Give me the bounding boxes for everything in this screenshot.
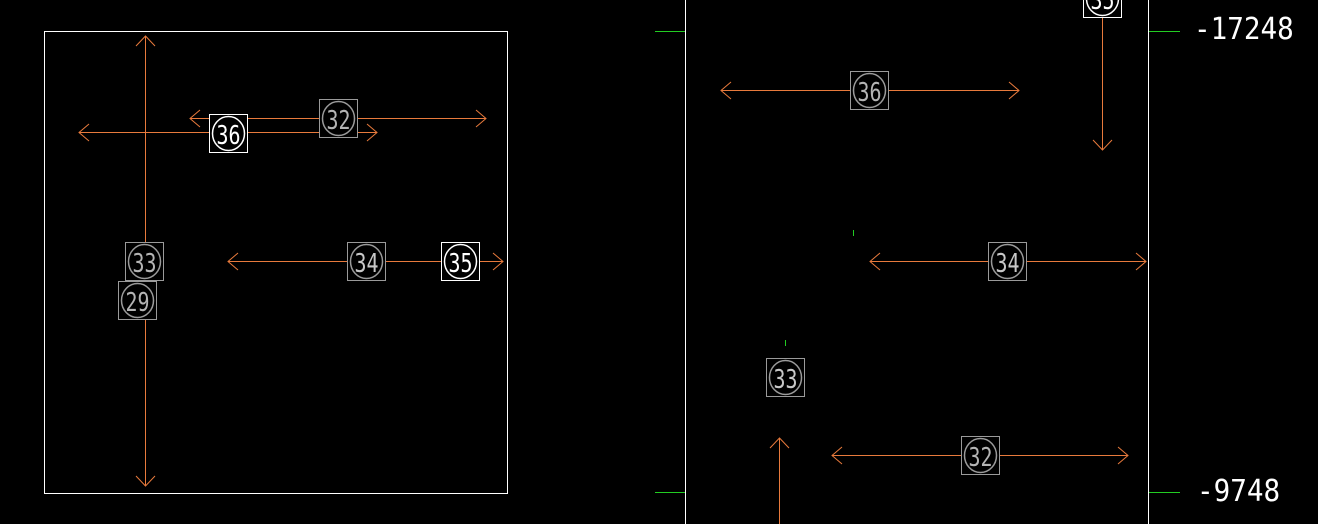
marker-29-left[interactable]: 29 (118, 281, 157, 320)
marker-34-right-label: 34 (996, 249, 1020, 279)
marker-33-right[interactable]: 33 (766, 358, 805, 397)
rebar-arrow-35-right-down[interactable] (1092, 18, 1113, 151)
marker-36-right-label: 36 (858, 78, 882, 108)
marker-35-right-label: 35 (1091, 0, 1115, 16)
marker-29-left-label: 29 (126, 288, 150, 318)
dimension-level-bottom: -9748 (1197, 474, 1281, 509)
marker-35-left[interactable]: 35 (441, 242, 480, 281)
marker-34-left-label: 34 (355, 249, 379, 279)
marker-32-right-label: 32 (969, 443, 993, 473)
marker-32-left[interactable]: 32 (319, 99, 358, 138)
marker-32-right[interactable]: 32 (961, 436, 1000, 475)
marker-35-right[interactable]: 35 (1083, 0, 1122, 18)
dimension-level-top: -17248 (1194, 12, 1294, 47)
rebar-arrow-33-right-up[interactable] (769, 437, 790, 524)
marker-36-left[interactable]: 36 (209, 114, 248, 153)
marker-33-right-label: 33 (774, 365, 798, 395)
marker-35-left-label: 35 (449, 249, 473, 279)
left-panel-frame[interactable] (44, 31, 508, 494)
marker-33-left-label: 33 (133, 249, 157, 279)
marker-33-left[interactable]: 33 (125, 242, 164, 281)
marker-36-right[interactable]: 36 (850, 71, 889, 110)
marker-34-right[interactable]: 34 (988, 242, 1027, 281)
marker-36-left-label: 36 (217, 121, 241, 151)
marker-32-left-label: 32 (327, 106, 351, 136)
marker-34-left[interactable]: 34 (347, 242, 386, 281)
